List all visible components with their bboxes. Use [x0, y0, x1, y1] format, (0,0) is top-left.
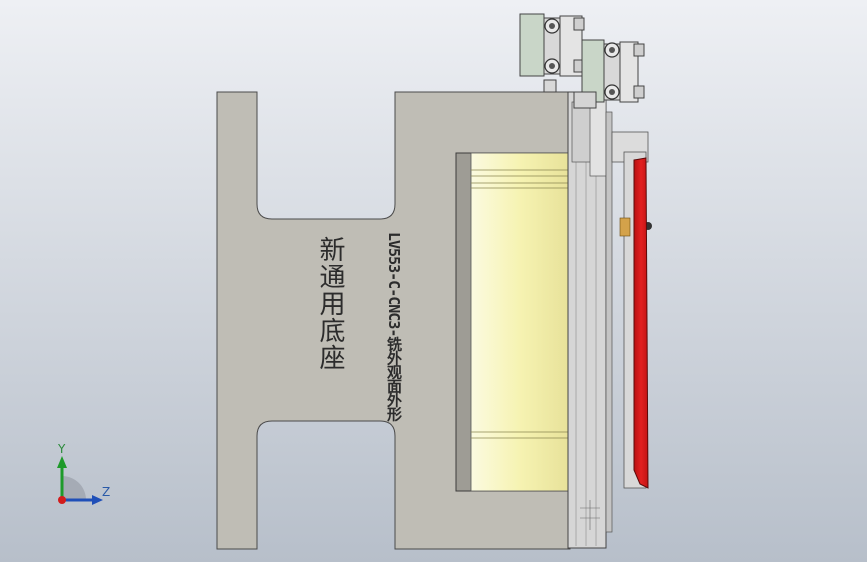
cavity-pocket[interactable] [455, 152, 569, 492]
pneumatic-valve-right[interactable] [573, 39, 645, 109]
pneumatic-valve-left[interactable] [519, 13, 585, 93]
fixture-assembly[interactable] [567, 91, 613, 549]
axis-y-label: Y [58, 442, 66, 456]
engraved-part-label: 新通用底座 [315, 236, 345, 371]
coordinate-triad [57, 456, 103, 505]
axis-z-label: Z [102, 485, 111, 499]
engraved-part-code: LV553-C-CNC3-铣外观面外形 [385, 232, 403, 421]
red-workpiece[interactable] [633, 157, 649, 489]
